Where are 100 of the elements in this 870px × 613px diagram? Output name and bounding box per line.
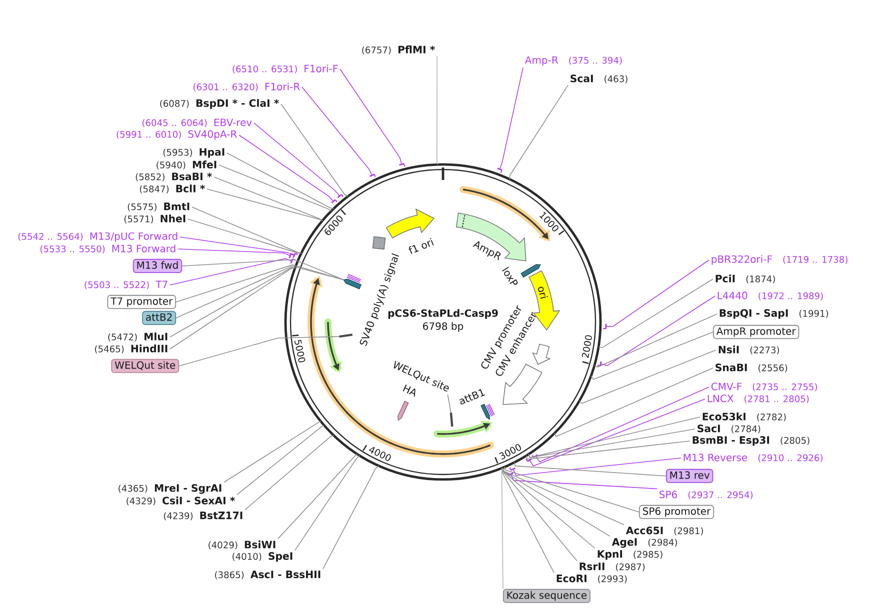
site-label: RsrII (2987): [580, 562, 645, 572]
site-label: Acc65I (2981): [626, 526, 703, 536]
site-label: (3865) AscI - BssHII: [215, 570, 320, 580]
leader-line: [502, 468, 578, 562]
site-label: EcoRI (2993): [556, 574, 627, 584]
feature-tag: M13 fwd: [132, 258, 182, 274]
leader-line: [180, 236, 294, 256]
primer-label: Amp-R (375 .. 394): [524, 56, 622, 66]
leader-line: [322, 465, 380, 570]
primer-mark: [603, 324, 607, 330]
primer-label: LNCX (2781 .. 2805): [708, 394, 809, 404]
leader-line: [500, 67, 524, 169]
scale-label: 5000: [294, 340, 306, 362]
leader-line: [226, 152, 334, 210]
feature-tag: Kozak sequence: [502, 588, 590, 604]
leader-line: [590, 332, 714, 380]
feature-tag: AmpR promoter: [712, 324, 800, 340]
primer-mark: [337, 194, 344, 198]
leader-line: [594, 314, 718, 368]
leader-line: [528, 416, 700, 458]
primer-label: CMV-F (2735 .. 2755): [711, 382, 817, 392]
feature-mark: [343, 274, 362, 290]
feature-tag: attB2: [142, 310, 176, 326]
feature-tick: [450, 412, 454, 427]
leader-line: [606, 260, 710, 327]
site-label: (5465) HindIII: [95, 344, 168, 354]
site-label: NsiI (2273): [718, 346, 779, 354]
leader-line: [504, 466, 640, 512]
site-label: (4029) BsiWI: [208, 540, 276, 550]
leader-line: [192, 206, 302, 254]
site-label: (6087) BspDI * - ClaI *: [160, 99, 279, 109]
primer-mark: [290, 258, 296, 264]
primer-label: (5542 .. 5564) M13/pUC Forward: [18, 232, 178, 242]
feature-tag: WELQut site: [111, 358, 180, 374]
site-label: (5575) BmtI: [128, 202, 190, 212]
leader-line: [170, 258, 292, 286]
leader-line: [554, 368, 714, 438]
plasmid-size: 6798 bp: [423, 322, 464, 332]
leader-line: [178, 336, 340, 366]
feature-label: f1 ori: [408, 238, 434, 254]
primer-label: M13 Reverse (2910 .. 2926): [684, 454, 822, 462]
feature-tag: SP6 promoter: [638, 504, 714, 520]
leader-line: [502, 468, 554, 574]
feature-tag: T7 promoter: [107, 294, 176, 310]
leader-line: [278, 454, 358, 540]
site-label: (5571) NheI: [124, 214, 186, 224]
leader-line: [176, 264, 344, 302]
scale-label: 3000: [499, 444, 521, 460]
leader-line: [218, 164, 332, 212]
leader-line: [579, 350, 716, 404]
primer-label: (6510 .. 6531) F1ori-F: [232, 64, 338, 74]
primer-mark: [509, 467, 516, 471]
leader-line: [188, 218, 302, 254]
site-label: (6757) PflMI *: [362, 46, 435, 54]
primer-mark: [532, 454, 538, 458]
leader-line: [280, 104, 349, 197]
site-label: SacI (2784): [698, 424, 760, 434]
leader-line: [503, 466, 624, 526]
leader-line: [436, 56, 438, 165]
leader-line: [236, 424, 325, 496]
scale-label: 4000: [369, 446, 391, 461]
leader-line: [302, 86, 372, 176]
feature-tag: M13 rev: [666, 468, 714, 484]
leader-line: [170, 267, 296, 338]
site-label: (4365) MreI - SgrAI: [118, 484, 222, 494]
leader-line: [447, 394, 452, 414]
primer-mark: [497, 168, 502, 173]
site-label: (4239) BstZ17I: [164, 512, 242, 520]
primer-label: SP6 (2937 .. 2954): [660, 490, 753, 500]
site-label: (4329) CsiI - SexAI *: [126, 496, 235, 506]
leader-line: [600, 296, 716, 366]
leader-line: [526, 440, 690, 460]
site-label: (5953) HpaI: [163, 148, 224, 158]
leader-line: [530, 398, 706, 466]
primer-label: L4440 (1972 .. 1989): [718, 292, 823, 300]
primer-label: pBR322ori-F (1719 .. 1738): [712, 255, 848, 265]
leader-line: [536, 386, 710, 462]
scale-label: 2000: [582, 335, 592, 358]
site-label: ScaI (463): [570, 74, 628, 84]
primer-mark: [292, 252, 298, 258]
primer-mark: [507, 472, 514, 476]
site-label: (5847) BclI *: [140, 184, 205, 194]
leader-line: [528, 428, 696, 458]
primer-label: (6045 .. 6064) EBV-rev: [142, 118, 252, 128]
primer-label: (6301 .. 6320) F1ori-R: [194, 82, 300, 92]
leader-line: [513, 458, 682, 476]
leader-line: [224, 420, 321, 483]
site-label: (5940) MfeI: [156, 160, 216, 170]
site-label: (5472) MluI: [108, 332, 168, 342]
leader-line: [170, 268, 296, 350]
leader-line: [598, 278, 714, 348]
feature-label: HA: [402, 384, 416, 397]
leader-line: [178, 248, 290, 256]
primer-label: (5533 .. 5550) M13 Forward: [40, 244, 176, 254]
leader-line: [502, 468, 610, 537]
leader-line: [238, 134, 334, 202]
leader-line: [244, 434, 334, 510]
site-label: (4010) SpeI: [232, 552, 292, 562]
leader-line: [206, 188, 323, 222]
primer-label: (5503 .. 5522) T7: [84, 280, 168, 290]
